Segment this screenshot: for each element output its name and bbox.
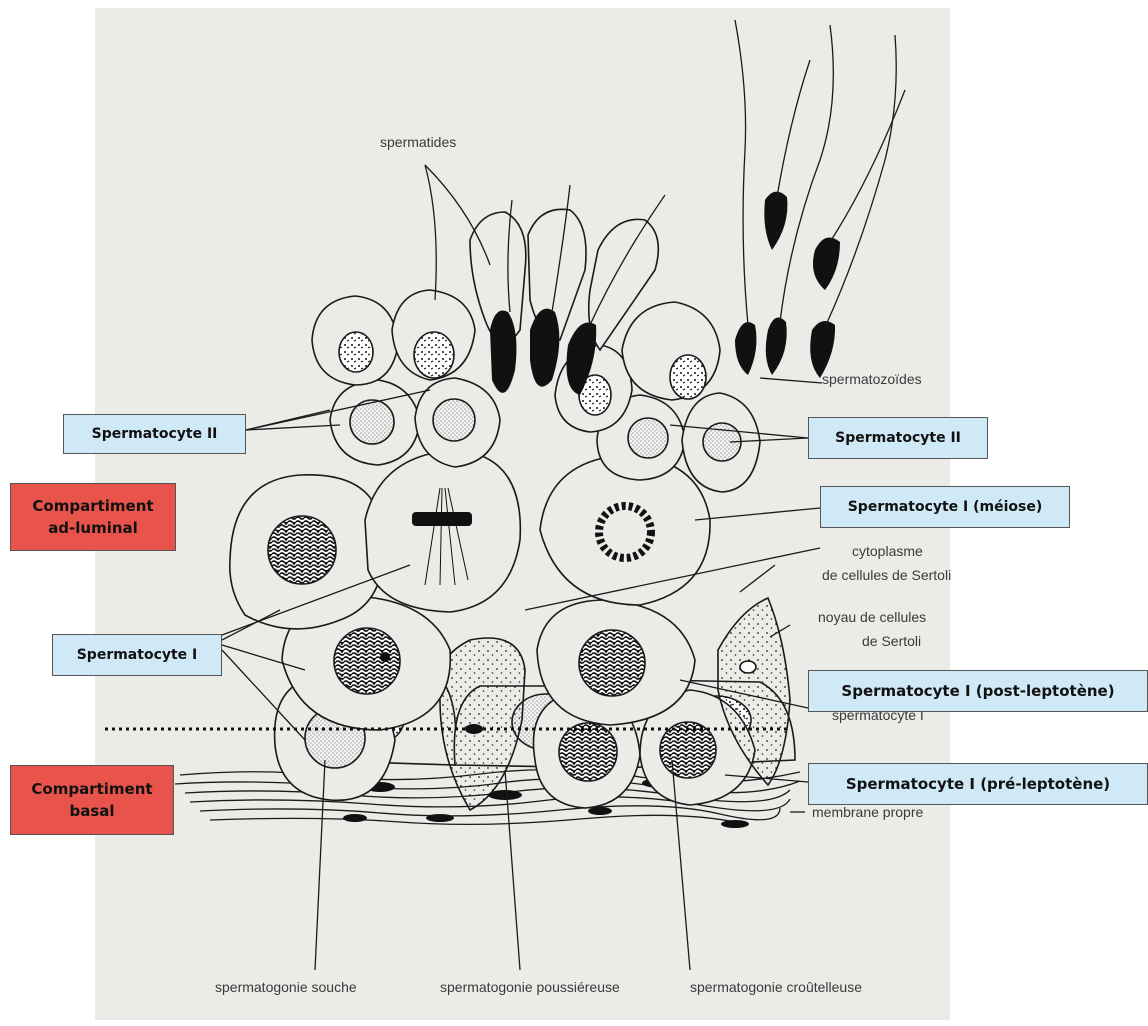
compartment-adluminal-line2: ad-luminal: [48, 517, 138, 539]
label-cytoplasme-1: cytoplasme: [852, 543, 923, 559]
label-spermatogonie-croutelleuse: spermatogonie croûtelleuse: [690, 979, 862, 995]
annotation-spermatocyte-ii-left: Spermatocyte II: [63, 414, 246, 454]
annotation-spermatocyte-i-pre-leptotene: Spermatocyte I (pré-leptotène): [808, 763, 1148, 805]
compartment-basal-line1: Compartiment: [31, 778, 152, 800]
label-spermatozoides: spermatozoïdes: [822, 371, 922, 387]
compartment-basal-label: Compartiment basal: [10, 765, 174, 835]
label-spermatogonie-souche: spermatogonie souche: [215, 979, 357, 995]
label-spermatogonie-poussiereuse: spermatogonie poussiéreuse: [440, 979, 620, 995]
label-cytoplasme-2: de cellules de Sertoli: [822, 567, 951, 583]
sertoli-cell-center: [438, 638, 525, 810]
spermatocyte-i-metaphase-cell: [365, 450, 520, 612]
label-membrane-propre: membrane propre: [812, 804, 923, 820]
label-noyau-2: de Sertoli: [862, 633, 921, 649]
annotation-spermatocyte-i-post-leptotene: Spermatocyte I (post-leptotène): [808, 670, 1148, 712]
compartment-adluminal-line1: Compartiment: [32, 495, 153, 517]
annotation-spermatocyte-i-meiose: Spermatocyte I (méiose): [820, 486, 1070, 528]
compartment-adluminal-label: Compartiment ad-luminal: [10, 483, 176, 551]
compartment-basal-line2: basal: [69, 800, 114, 822]
label-spermatides: spermatides: [380, 134, 456, 150]
annotation-spermatocyte-i-left: Spermatocyte I: [52, 634, 222, 676]
label-noyau-1: noyau de cellules: [818, 609, 926, 625]
annotation-spermatocyte-ii-right: Spermatocyte II: [808, 417, 988, 459]
spermatozoa-heads: [735, 192, 840, 378]
